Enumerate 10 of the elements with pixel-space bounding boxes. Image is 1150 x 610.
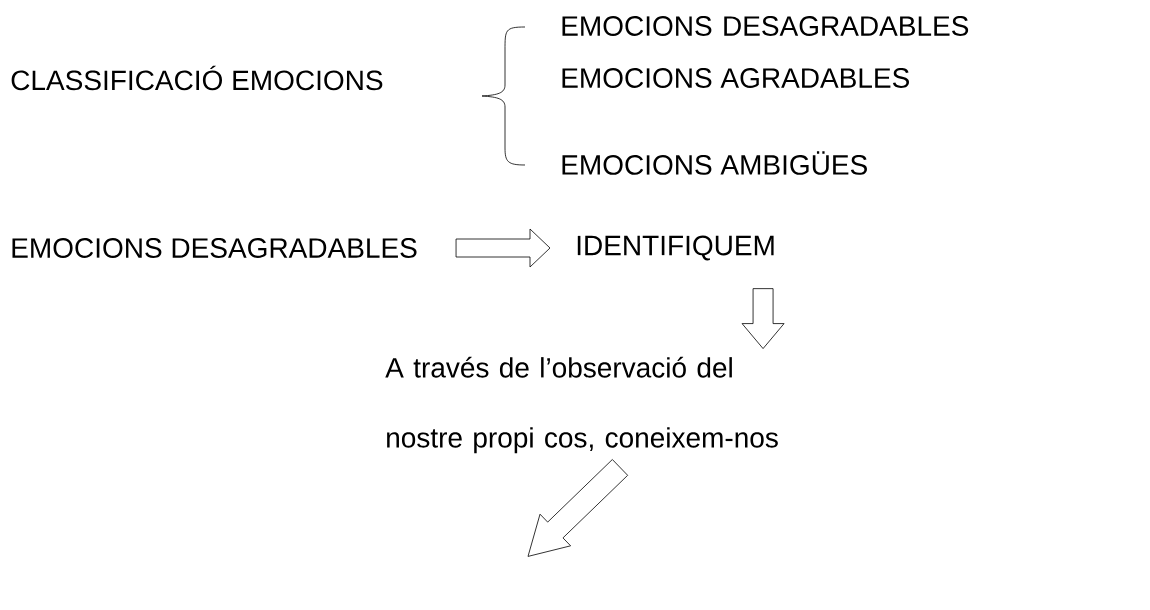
text-label: EMOCIONS AGRADABLES bbox=[562, 68, 909, 88]
text-label: EMOCIONS DESAGRADABLES bbox=[562, 16, 969, 36]
block-arrow bbox=[527, 459, 629, 557]
text-label: IDENTIFIQUEM bbox=[577, 235, 774, 261]
block-arrow bbox=[455, 228, 551, 268]
text-label: CLASSIFICACIÓ EMOCIONS bbox=[11, 65, 383, 91]
text-label: EMOCIONS AMBIGÜES bbox=[562, 151, 867, 175]
text-label: A través de l’observació del nostre propi cos, coneixem-nos bbox=[385, 356, 778, 454]
block-arrow bbox=[741, 288, 785, 349]
text-label: EMOCIONS DESAGRADABLES bbox=[12, 238, 417, 258]
